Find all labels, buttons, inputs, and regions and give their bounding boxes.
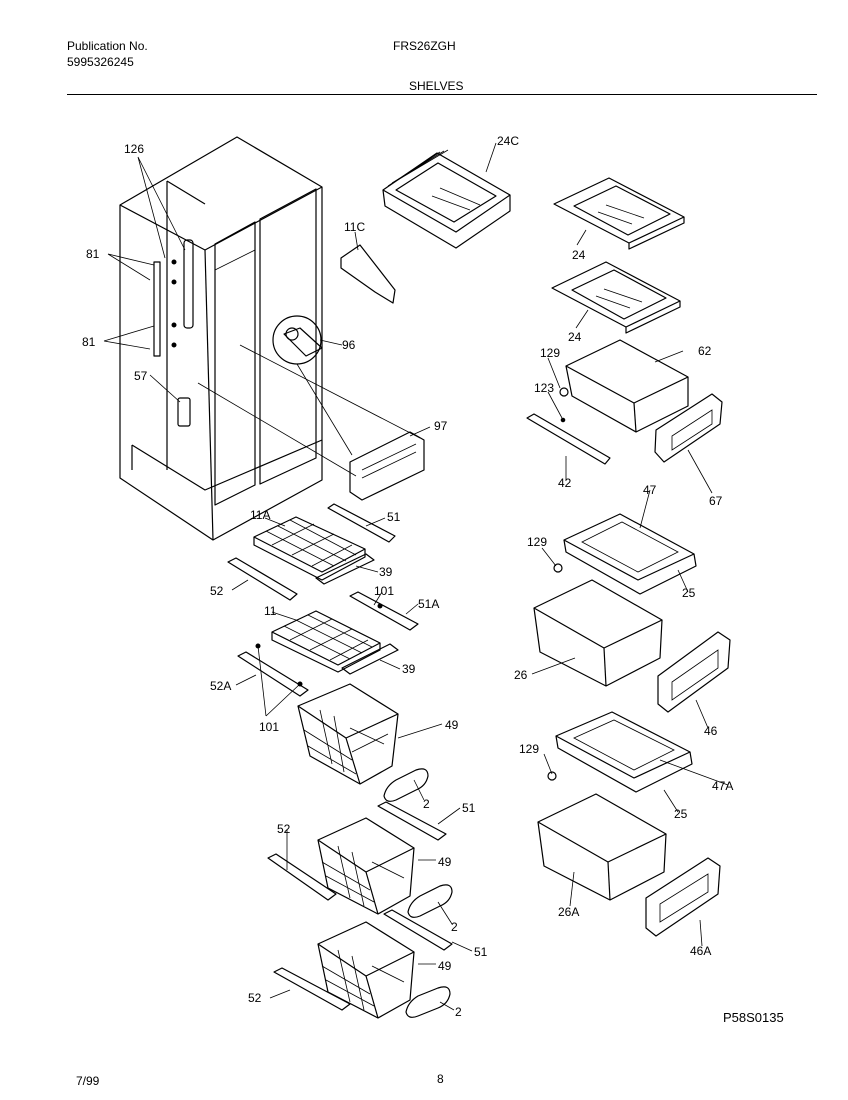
callout-39-upper: 39	[379, 565, 393, 579]
part-96-cam	[272, 315, 323, 365]
part-39-trim-b	[341, 643, 399, 675]
part-51a-rail	[349, 591, 419, 631]
model-number: FRS26ZGH	[393, 39, 456, 53]
callout-24c: 24C	[497, 134, 519, 148]
callout-101-lower: 101	[259, 720, 279, 734]
callout-81-upper: 81	[86, 247, 100, 261]
leader-lines	[103, 142, 729, 1011]
part-42-rail	[526, 413, 611, 465]
part-39-trim-a	[315, 553, 375, 585]
part-52-rail-b	[267, 853, 337, 901]
part-2-handle-b	[407, 884, 453, 918]
part-129-knob-b	[553, 563, 563, 573]
callout-49-middle: 49	[438, 855, 452, 869]
callout-49-upper: 49	[445, 718, 459, 732]
callout-51-middle: 51	[462, 801, 476, 815]
part-47a-crisper-cover	[555, 711, 693, 793]
part-2-handle-a	[383, 768, 429, 802]
part-46a-drawer-front	[645, 857, 721, 937]
callout-129-middle: 129	[527, 535, 547, 549]
callout-129-lower: 129	[519, 742, 539, 756]
part-26a-crisper-drawer	[537, 793, 667, 901]
part-97-bracket	[349, 431, 425, 501]
drawing-code: P58S0135	[723, 1010, 784, 1025]
publication-date: 7/99	[76, 1074, 100, 1088]
callout-26a: 26A	[558, 905, 579, 919]
part-51-rail-c	[383, 909, 453, 951]
part-129-knob-c	[547, 771, 557, 781]
part-101-screw-b	[255, 643, 261, 649]
part-26-crisper-drawer	[533, 579, 663, 687]
callout-24-lower: 24	[568, 330, 582, 344]
callout-67: 67	[709, 494, 723, 508]
refrigerator-cabinet	[119, 136, 323, 541]
callout-126: 126	[124, 142, 144, 156]
part-11a-wire-shelf	[253, 516, 366, 581]
callout-96: 96	[342, 338, 356, 352]
callout-47: 47	[643, 483, 657, 497]
part-52-rail-c	[273, 967, 351, 1011]
callout-129-upper: 129	[540, 346, 560, 360]
callout-25-lower: 25	[674, 807, 688, 821]
part-101-screw-c	[297, 681, 303, 687]
part-51-rail-b	[377, 801, 447, 841]
callout-24-upper: 24	[572, 248, 586, 262]
part-101-screw-a	[377, 603, 383, 609]
callout-101-upper: 101	[374, 584, 394, 598]
callout-26: 26	[514, 668, 528, 682]
part-2-handle-c	[405, 986, 451, 1018]
part-52a-rail	[237, 651, 309, 697]
part-49-basket-b	[317, 817, 415, 915]
publication-number: 5995326245	[67, 55, 134, 69]
callout-81-lower: 81	[82, 335, 96, 349]
section-title: SHELVES	[409, 79, 464, 93]
callout-49-lower: 49	[438, 959, 452, 973]
callout-97: 97	[434, 419, 448, 433]
callout-52-middle: 52	[277, 822, 291, 836]
callout-11: 11	[264, 604, 277, 618]
part-62-bin	[565, 339, 689, 433]
part-49-basket-a	[297, 683, 399, 785]
part-47-crisper-cover	[563, 513, 697, 595]
publication-label: Publication No.	[67, 39, 148, 53]
part-129-knob-a	[559, 387, 569, 397]
part-46-drawer-front	[657, 631, 731, 713]
callout-47a: 47A	[712, 779, 733, 793]
callout-11a: 11A	[250, 508, 270, 522]
callout-51-lower: 51	[474, 945, 488, 959]
callout-52a: 52A	[210, 679, 231, 693]
part-24-shelf-upper	[553, 177, 685, 250]
callout-42: 42	[558, 476, 572, 490]
part-49-basket-c	[317, 921, 415, 1019]
callout-25-upper: 25	[682, 586, 696, 600]
callout-2-upper: 2	[423, 797, 430, 811]
callout-2-lower: 2	[455, 1005, 462, 1019]
callout-51a: 51A	[418, 597, 439, 611]
part-24-shelf-lower	[551, 261, 681, 334]
callout-46a: 46A	[690, 944, 711, 958]
callout-62: 62	[698, 344, 712, 358]
callout-52-lower: 52	[248, 991, 262, 1005]
part-51-rail-a	[327, 503, 396, 543]
callout-51-upper: 51	[387, 510, 401, 524]
callout-39-lower: 39	[402, 662, 416, 676]
callout-123: 123	[534, 381, 554, 395]
part-123-screw	[560, 417, 566, 423]
part-24c-shelf	[382, 149, 511, 249]
part-67-door	[654, 393, 723, 463]
callout-52-upper: 52	[210, 584, 224, 598]
callout-11c: 11C	[344, 220, 365, 234]
header-rule	[67, 94, 817, 95]
part-11c-bracket	[340, 244, 396, 304]
callout-46: 46	[704, 724, 718, 738]
callout-2-middle: 2	[451, 920, 458, 934]
part-11-wire-shelf	[271, 610, 381, 673]
page-number: 8	[437, 1072, 444, 1086]
callout-57: 57	[134, 369, 148, 383]
part-52-rail-a	[227, 557, 298, 601]
